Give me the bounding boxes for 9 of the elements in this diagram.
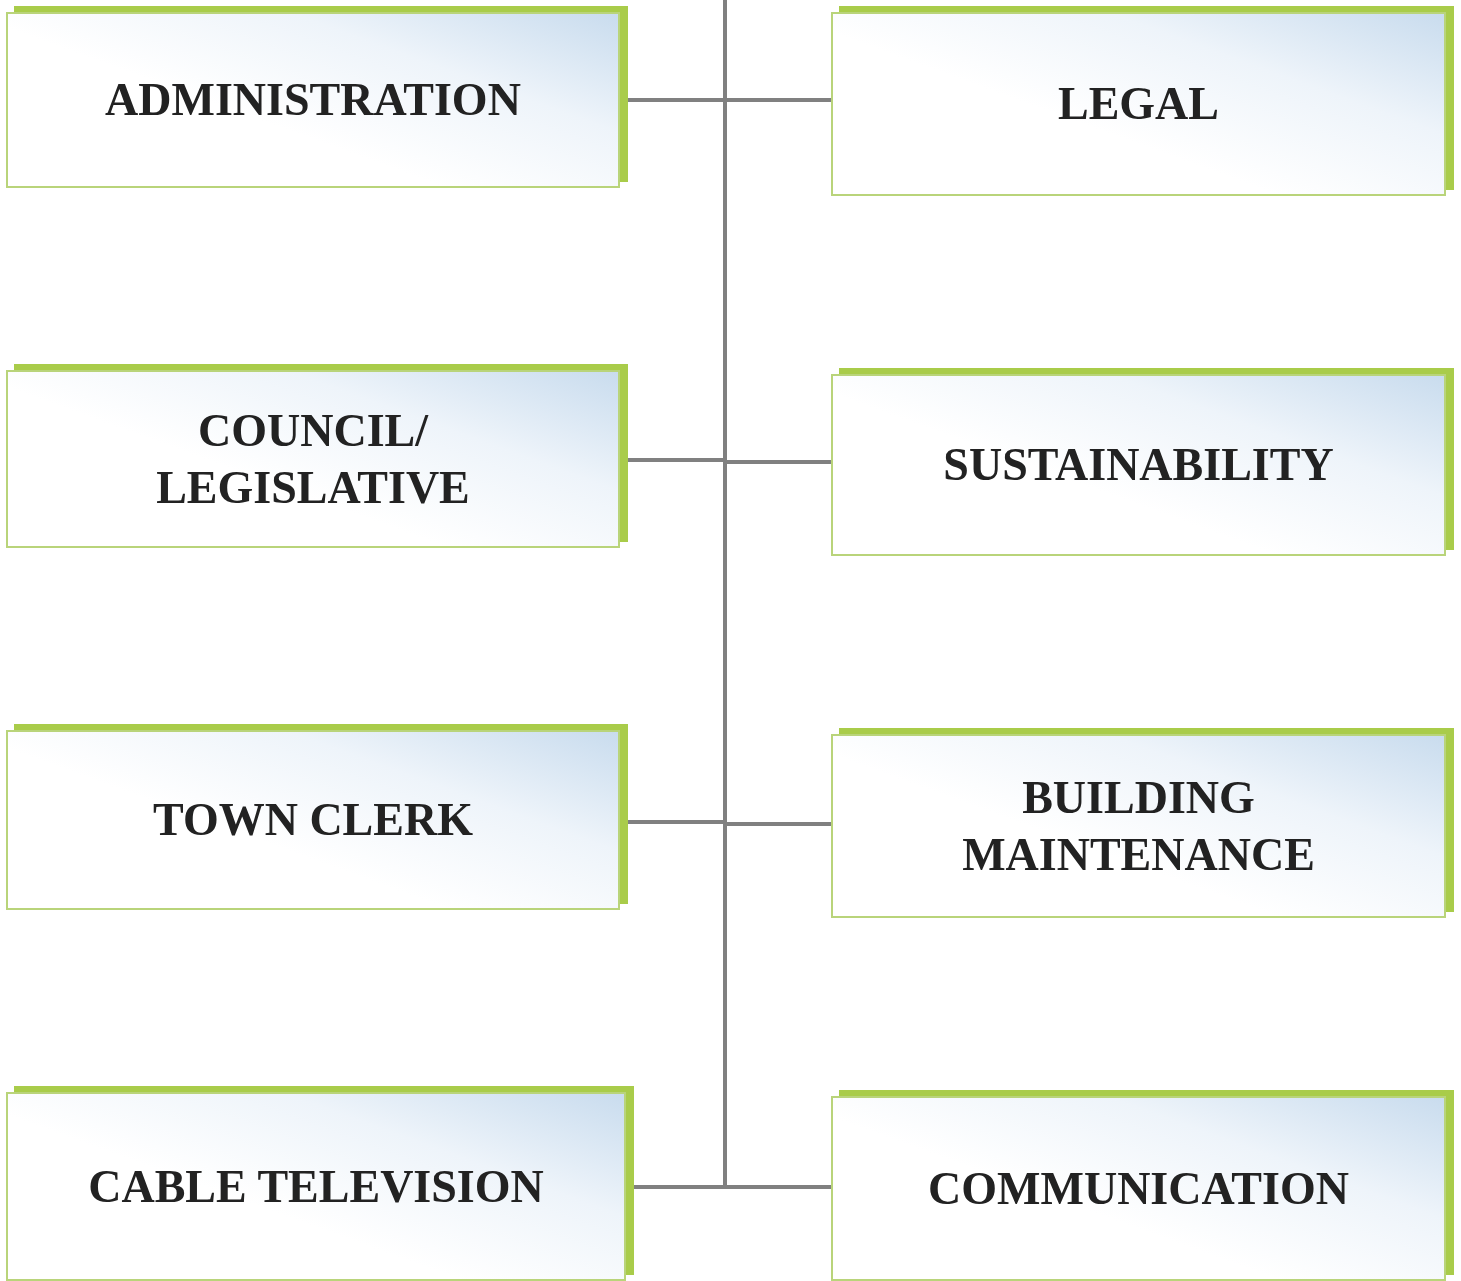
department-name: COUNCIL/ LEGISLATIVE: [155, 403, 471, 515]
department-name: BUILDING MAINTENANCE: [961, 770, 1316, 882]
department-name: SUSTAINABILITY: [943, 438, 1334, 493]
department-name: COMMUNICATION: [928, 1161, 1349, 1216]
department-name: LEGAL: [1057, 77, 1219, 132]
department-name: TOWN CLERK: [153, 793, 473, 848]
department-name: ADMINISTRATION: [105, 73, 521, 128]
connector-line: [723, 0, 831, 1189]
department-name: CABLE TELEVISION: [88, 1159, 544, 1214]
